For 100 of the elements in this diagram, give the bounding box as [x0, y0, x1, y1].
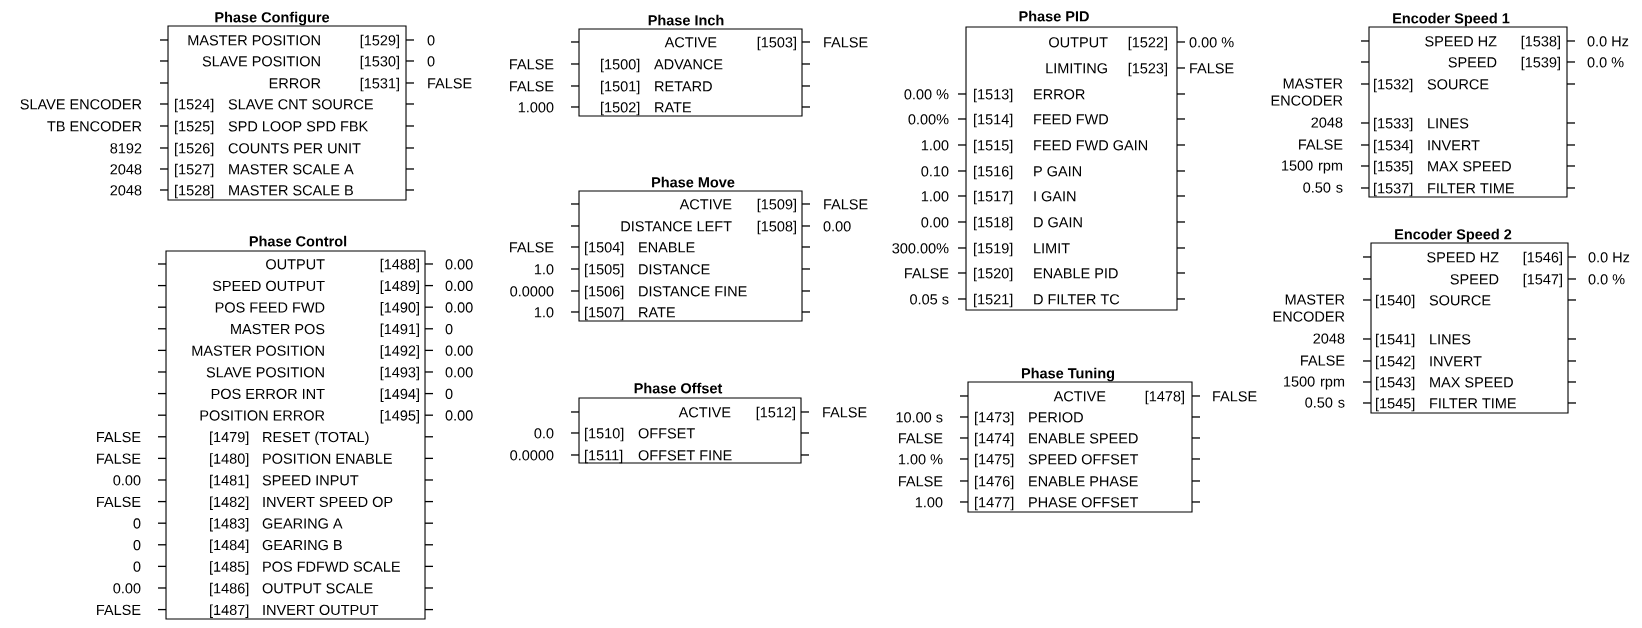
- parameter-value: 0.0 %: [1587, 57, 1624, 68]
- parameter-name: LINES: [1430, 334, 1471, 345]
- parameter-value: FALSE: [1190, 63, 1234, 74]
- parameter-name: LIMITING: [1046, 63, 1107, 74]
- parameter-value: 0.00 %: [1189, 37, 1234, 48]
- parameter-name: POSITION ENABLE: [263, 453, 392, 464]
- parameter-value: 0.00: [823, 221, 851, 232]
- parameter-name: MAX SPEED: [1428, 161, 1511, 172]
- parameter-value: 0: [133, 518, 141, 529]
- parameter-name: POS FDFWD SCALE: [263, 561, 400, 572]
- parameter-name: SLAVE CNT SOURCE: [228, 99, 373, 110]
- parameter-value: TB ENCODER: [47, 121, 142, 132]
- parameter-value: 0: [445, 388, 453, 400]
- parameter-value: FALSE: [97, 604, 141, 616]
- parameter-name: FEED FWD: [1034, 114, 1109, 125]
- parameter-value: FALSE: [823, 407, 867, 418]
- parameter-value: 1.0: [534, 264, 554, 275]
- parameter-value: 1.00 %: [898, 454, 943, 465]
- parameter-name: MASTER SCALE B: [229, 185, 353, 196]
- parameter-name: ACTIVE: [679, 199, 732, 210]
- parameter-value: 0.0 Hz: [1588, 252, 1630, 263]
- parameter-name: INVERT: [1428, 140, 1480, 151]
- parameter-number: [1502]: [601, 101, 640, 116]
- parameter-name: OFFSET FINE: [638, 450, 732, 461]
- parameter-number: [1546]: [1523, 251, 1562, 266]
- parameter-name: RATE: [639, 307, 675, 318]
- parameter-name: ADVANCE: [654, 59, 723, 70]
- parameter-number: [1500]: [601, 58, 640, 73]
- parameter-name: PERIOD: [1029, 412, 1083, 423]
- parameter-number: [1491]: [380, 323, 419, 338]
- parameter-number: [1490]: [380, 302, 419, 316]
- parameter-name: INVERT OUTPUT: [263, 604, 379, 616]
- parameter-name: INVERT SPEED OP: [263, 496, 393, 508]
- parameter-value: 2048: [1311, 117, 1343, 128]
- parameter-number: [1543]: [1376, 376, 1415, 391]
- parameter-value: 8192: [110, 143, 142, 154]
- parameter-name: MAX SPEED: [1430, 377, 1513, 388]
- parameter-value: FALSE: [510, 242, 554, 253]
- parameter-number: [1512]: [756, 406, 795, 421]
- parameter-name: MASTER POSITION: [188, 35, 320, 46]
- parameter-name: FEED FWD GAIN: [1034, 140, 1147, 151]
- parameter-number: [1517]: [974, 190, 1013, 205]
- parameter-name: ENABLE: [639, 242, 695, 253]
- parameter-number: [1515]: [974, 139, 1013, 154]
- parameter-number: [1478]: [1145, 390, 1184, 405]
- parameter-number: [1545]: [1376, 397, 1415, 412]
- parameter-value: 0.0 %: [1588, 274, 1625, 285]
- parameter-number: [1483]: [210, 518, 249, 532]
- parameter-number: [1484]: [210, 539, 249, 554]
- parameter-value: 300.00%: [892, 243, 949, 254]
- parameter-name: GEARING A: [262, 518, 343, 529]
- parameter-name: INVERT: [1430, 356, 1482, 367]
- parameter-value: MASTER ENCODER: [1273, 294, 1345, 322]
- parameter-number: [1531]: [360, 77, 399, 92]
- parameter-number: [1488]: [380, 258, 419, 273]
- parameter-number: [1475]: [975, 453, 1014, 468]
- parameter-name: ERROR: [269, 78, 321, 89]
- parameter-name: RETARD: [655, 81, 712, 92]
- block-title: Encoder Speed 2: [1395, 228, 1512, 243]
- parameter-number: [1495]: [380, 410, 419, 424]
- parameter-number: [1520]: [974, 267, 1013, 282]
- parameter-name: SPEED: [1448, 57, 1497, 68]
- parameter-value: 0.00: [445, 280, 473, 292]
- parameter-number: [1519]: [974, 242, 1013, 257]
- parameter-name: SOURCE: [1427, 79, 1489, 90]
- block-title: Phase Configure: [215, 11, 330, 26]
- parameter-number: [1482]: [210, 496, 249, 510]
- parameter-value: 2048: [110, 164, 142, 175]
- parameter-name: ACTIVE: [1053, 391, 1106, 402]
- parameter-value: 1500 rpm: [1284, 376, 1345, 390]
- parameter-number: [1510]: [585, 427, 624, 442]
- parameter-name: POS ERROR INT: [211, 388, 325, 400]
- parameter-value: 0.05 s: [910, 294, 949, 305]
- parameter-number: [1474]: [975, 432, 1014, 447]
- parameter-value: 0.10: [921, 166, 949, 177]
- parameter-value: 0.50 s: [1305, 397, 1345, 408]
- parameter-value: 0.00: [113, 583, 141, 594]
- parameter-name: I GAIN: [1034, 191, 1076, 202]
- block-title: Phase Offset: [634, 382, 723, 394]
- parameter-number: [1511]: [585, 449, 623, 464]
- parameter-number: [1533]: [1374, 117, 1413, 132]
- parameter-name: MASTER SCALE A: [229, 164, 354, 175]
- parameter-number: [1527]: [175, 163, 214, 178]
- block-title: Phase Move: [652, 176, 735, 188]
- parameter-number: [1505]: [585, 263, 624, 278]
- parameter-name: COUNTS PER UNIT: [228, 143, 361, 154]
- parameter-name: FILTER TIME: [1428, 183, 1514, 194]
- parameter-value: 1.00: [921, 191, 949, 202]
- parameter-number: [1487]: [210, 604, 249, 618]
- parameter-number: [1507]: [585, 306, 624, 321]
- parameter-number: [1534]: [1374, 139, 1413, 154]
- parameter-number: [1529]: [360, 34, 399, 49]
- parameter-number: [1542]: [1376, 355, 1415, 370]
- parameter-value: FALSE: [97, 453, 141, 464]
- parameter-name: RATE: [655, 102, 691, 113]
- parameter-name: POSITION ERROR: [200, 410, 325, 421]
- parameter-value: 0.00: [445, 367, 473, 378]
- parameter-number: [1486]: [210, 582, 249, 597]
- parameter-number: [1494]: [380, 388, 419, 402]
- parameter-name: SLAVE POSITION: [206, 367, 324, 378]
